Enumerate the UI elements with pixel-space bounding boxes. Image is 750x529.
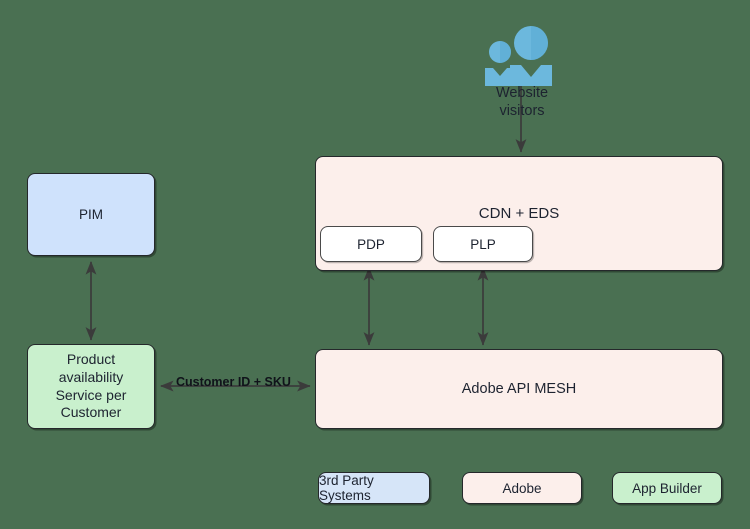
node-pdp[interactable]: PDP (320, 226, 422, 262)
node-product-availability-service-label: Product availability Service per Custome… (55, 350, 127, 421)
node-cdn-eds-label: CDN + EDS (478, 205, 560, 222)
legend-item-adobe-label: Adobe (502, 480, 542, 496)
edge-label-customer-id-sku: Customer ID + SKU (176, 375, 291, 389)
legend-item-app-builder[interactable]: App Builder (612, 472, 722, 504)
node-product-availability-service[interactable]: Product availability Service per Custome… (27, 344, 155, 429)
legend-item-third-party-systems[interactable]: 3rd Party Systems (318, 472, 430, 504)
website-visitors-label: Website visitors (495, 85, 549, 119)
website-visitors-actor: Website visitors (470, 26, 574, 122)
legend-item-adobe[interactable]: Adobe (462, 472, 582, 504)
legend-item-app-builder-label: App Builder (632, 480, 702, 496)
node-adobe-api-mesh-label: Adobe API MESH (461, 380, 577, 397)
people-icon (485, 26, 552, 86)
node-pim-label: PIM (78, 206, 103, 222)
node-pdp-label: PDP (357, 236, 385, 252)
node-pim[interactable]: PIM (27, 173, 155, 256)
node-plp-label: PLP (470, 236, 496, 252)
node-adobe-api-mesh[interactable]: Adobe API MESH (315, 349, 723, 429)
legend-item-third-party-systems-label: 3rd Party Systems (319, 473, 374, 503)
node-plp[interactable]: PLP (433, 226, 533, 262)
